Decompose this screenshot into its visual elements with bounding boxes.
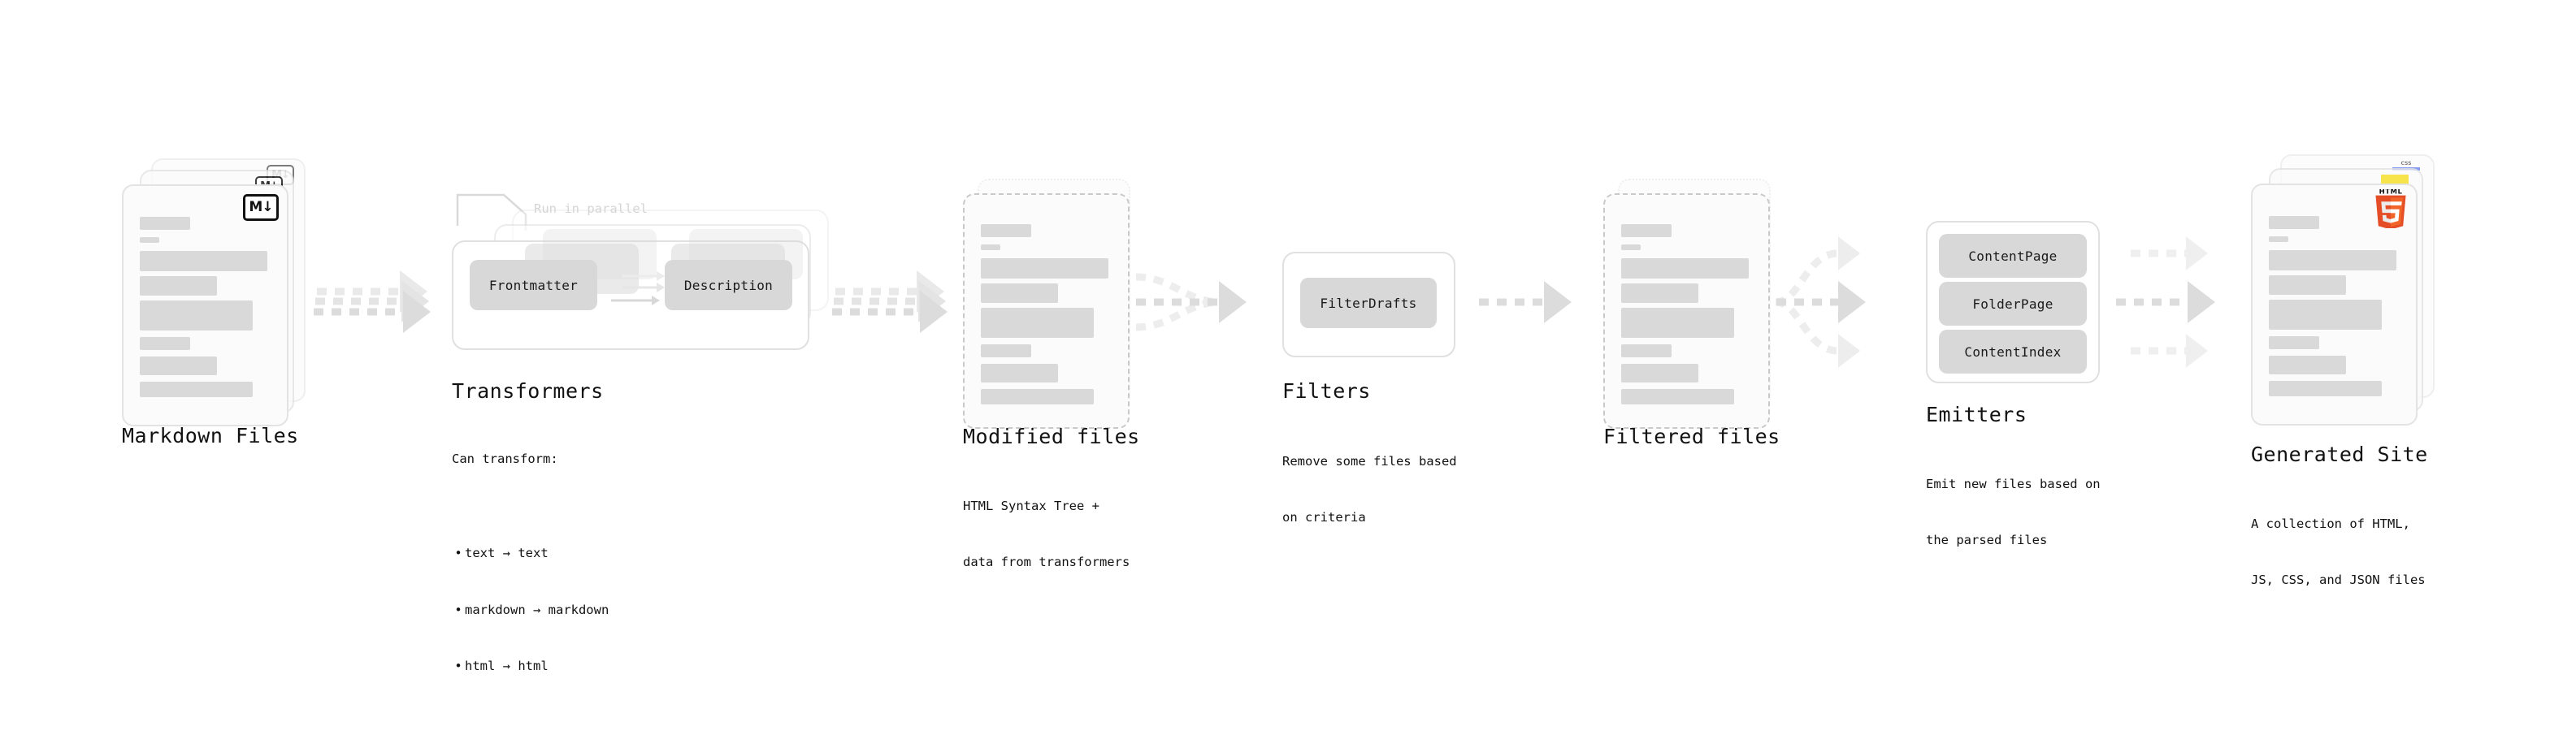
skeleton-bar [981, 389, 1094, 404]
skeleton-bar [1621, 364, 1698, 382]
skeleton-bar [981, 283, 1058, 303]
filter-pill-filterdrafts[interactable]: FilterDrafts [1300, 278, 1437, 328]
skeleton-bar [1621, 224, 1672, 237]
emitter-pill-folderpage[interactable]: FolderPage [1939, 282, 2087, 326]
filters-subtitle-line2: on criteria [1282, 510, 1366, 525]
filters-subtitle-line1: Remove some files based [1282, 453, 1457, 469]
arrow-markdown-to-transformers [314, 270, 431, 333]
transformers-subtitle-item: markdown → markdown [452, 601, 609, 620]
emitter-pill-contentpage[interactable]: ContentPage [1939, 234, 2087, 278]
skeleton-bar [140, 251, 267, 271]
generated-site-subtitle-line1: A collection of HTML, [2251, 516, 2410, 531]
skeleton-bar [1621, 244, 1641, 250]
emitters-subtitle-line2: the parsed files [1926, 533, 2048, 548]
skeleton-bar [140, 357, 217, 375]
skeleton-bar [140, 300, 253, 331]
skeleton-bar [2269, 250, 2396, 270]
skeleton-bar [2269, 236, 2288, 242]
stage-modified-files [963, 179, 1142, 430]
transformers-subtitle-item: html → html [452, 657, 609, 676]
stage-transformers: Frontmatter Description [452, 210, 842, 364]
markdown-icon: M↓ [243, 194, 279, 221]
label-transformers: Transformers [452, 379, 604, 403]
skeleton-bar [981, 244, 1000, 250]
label-emitters: Emitters [1926, 403, 2027, 426]
skeleton-bar [140, 217, 190, 230]
skeleton-bar [140, 276, 217, 296]
skeleton-bar [140, 382, 253, 397]
label-filtered-files: Filtered files [1603, 425, 1780, 448]
arrow-modified-to-filters [1135, 273, 1247, 331]
label-markdown-files: Markdown Files [122, 424, 299, 447]
modified-files-subtitle-line2: data from transformers [963, 555, 1130, 570]
generated-site-subtitle-line2: JS, CSS, and JSON files [2251, 573, 2426, 588]
transformer-pill-frontmatter[interactable]: Frontmatter [470, 260, 597, 310]
modified-sheet-front [963, 193, 1130, 429]
skeleton-bar [1621, 389, 1734, 404]
skeleton-bar [1621, 258, 1749, 279]
label-run-in-parallel: Run in parallel [534, 201, 648, 216]
skeleton-bar [981, 344, 1031, 357]
arrow-emitters-to-site [2116, 236, 2215, 368]
label-filters: Filters [1282, 379, 1371, 403]
emitter-pill-contentindex[interactable]: ContentIndex [1939, 330, 2087, 374]
skeleton-bar [981, 258, 1108, 279]
arrow-filters-to-filtered [1479, 281, 1572, 323]
arrow-transformers-to-modified [832, 270, 948, 333]
modified-files-subtitle-line1: HTML Syntax Tree + [963, 498, 1099, 513]
transformers-subtitle-head: Can transform: [452, 451, 558, 466]
skeleton-bar [2269, 336, 2319, 349]
skeleton-bar [1621, 283, 1698, 303]
skeleton-bar [140, 237, 159, 243]
skeleton-bar [2269, 216, 2319, 229]
skeleton-bar [140, 337, 190, 350]
skeleton-bar [2269, 300, 2382, 330]
skeleton-bar [1621, 308, 1734, 338]
transformers-subtitle: Can transform: text → text markdown → ma… [452, 412, 609, 752]
label-modified-files: Modified files [963, 425, 1140, 448]
skeleton-bar [981, 308, 1094, 338]
markdown-sheet-front: M↓ [122, 184, 288, 426]
transformer-inner-arrows [611, 271, 665, 305]
site-sheet-front: HTML [2251, 184, 2418, 426]
html5-icon: HTML [2374, 188, 2408, 230]
filtered-sheet-front [1603, 193, 1770, 429]
stage-generated-site: CSS HTML [2251, 154, 2438, 430]
label-generated-site: Generated Site [2251, 443, 2428, 466]
generated-site-subtitle: A collection of HTML, JS, CSS, and JSON … [2251, 477, 2426, 628]
modified-files-subtitle: HTML Syntax Tree + data from transformer… [963, 459, 1130, 610]
transformer-pill-description[interactable]: Description [665, 260, 792, 310]
skeleton-bar [2269, 275, 2346, 295]
pipeline-diagram: M↓ M↓ M↓ [0, 0, 2576, 681]
skeleton-bar [2269, 381, 2382, 396]
emitters-subtitle: Emit new files based on the parsed files [1926, 437, 2101, 588]
transformers-subtitle-item: text → text [452, 544, 609, 563]
skeleton-bar [1621, 344, 1672, 357]
skeleton-bar [2269, 356, 2346, 374]
stage-filtered-files [1603, 179, 1782, 430]
stage-markdown-files: M↓ M↓ M↓ [122, 158, 309, 426]
filters-subtitle: Remove some files based on criteria [1282, 414, 1457, 565]
emitters-subtitle-line1: Emit new files based on [1926, 476, 2101, 491]
svg-text:HTML: HTML [2379, 189, 2403, 197]
skeleton-bar [981, 364, 1058, 382]
skeleton-bar [981, 224, 1031, 237]
